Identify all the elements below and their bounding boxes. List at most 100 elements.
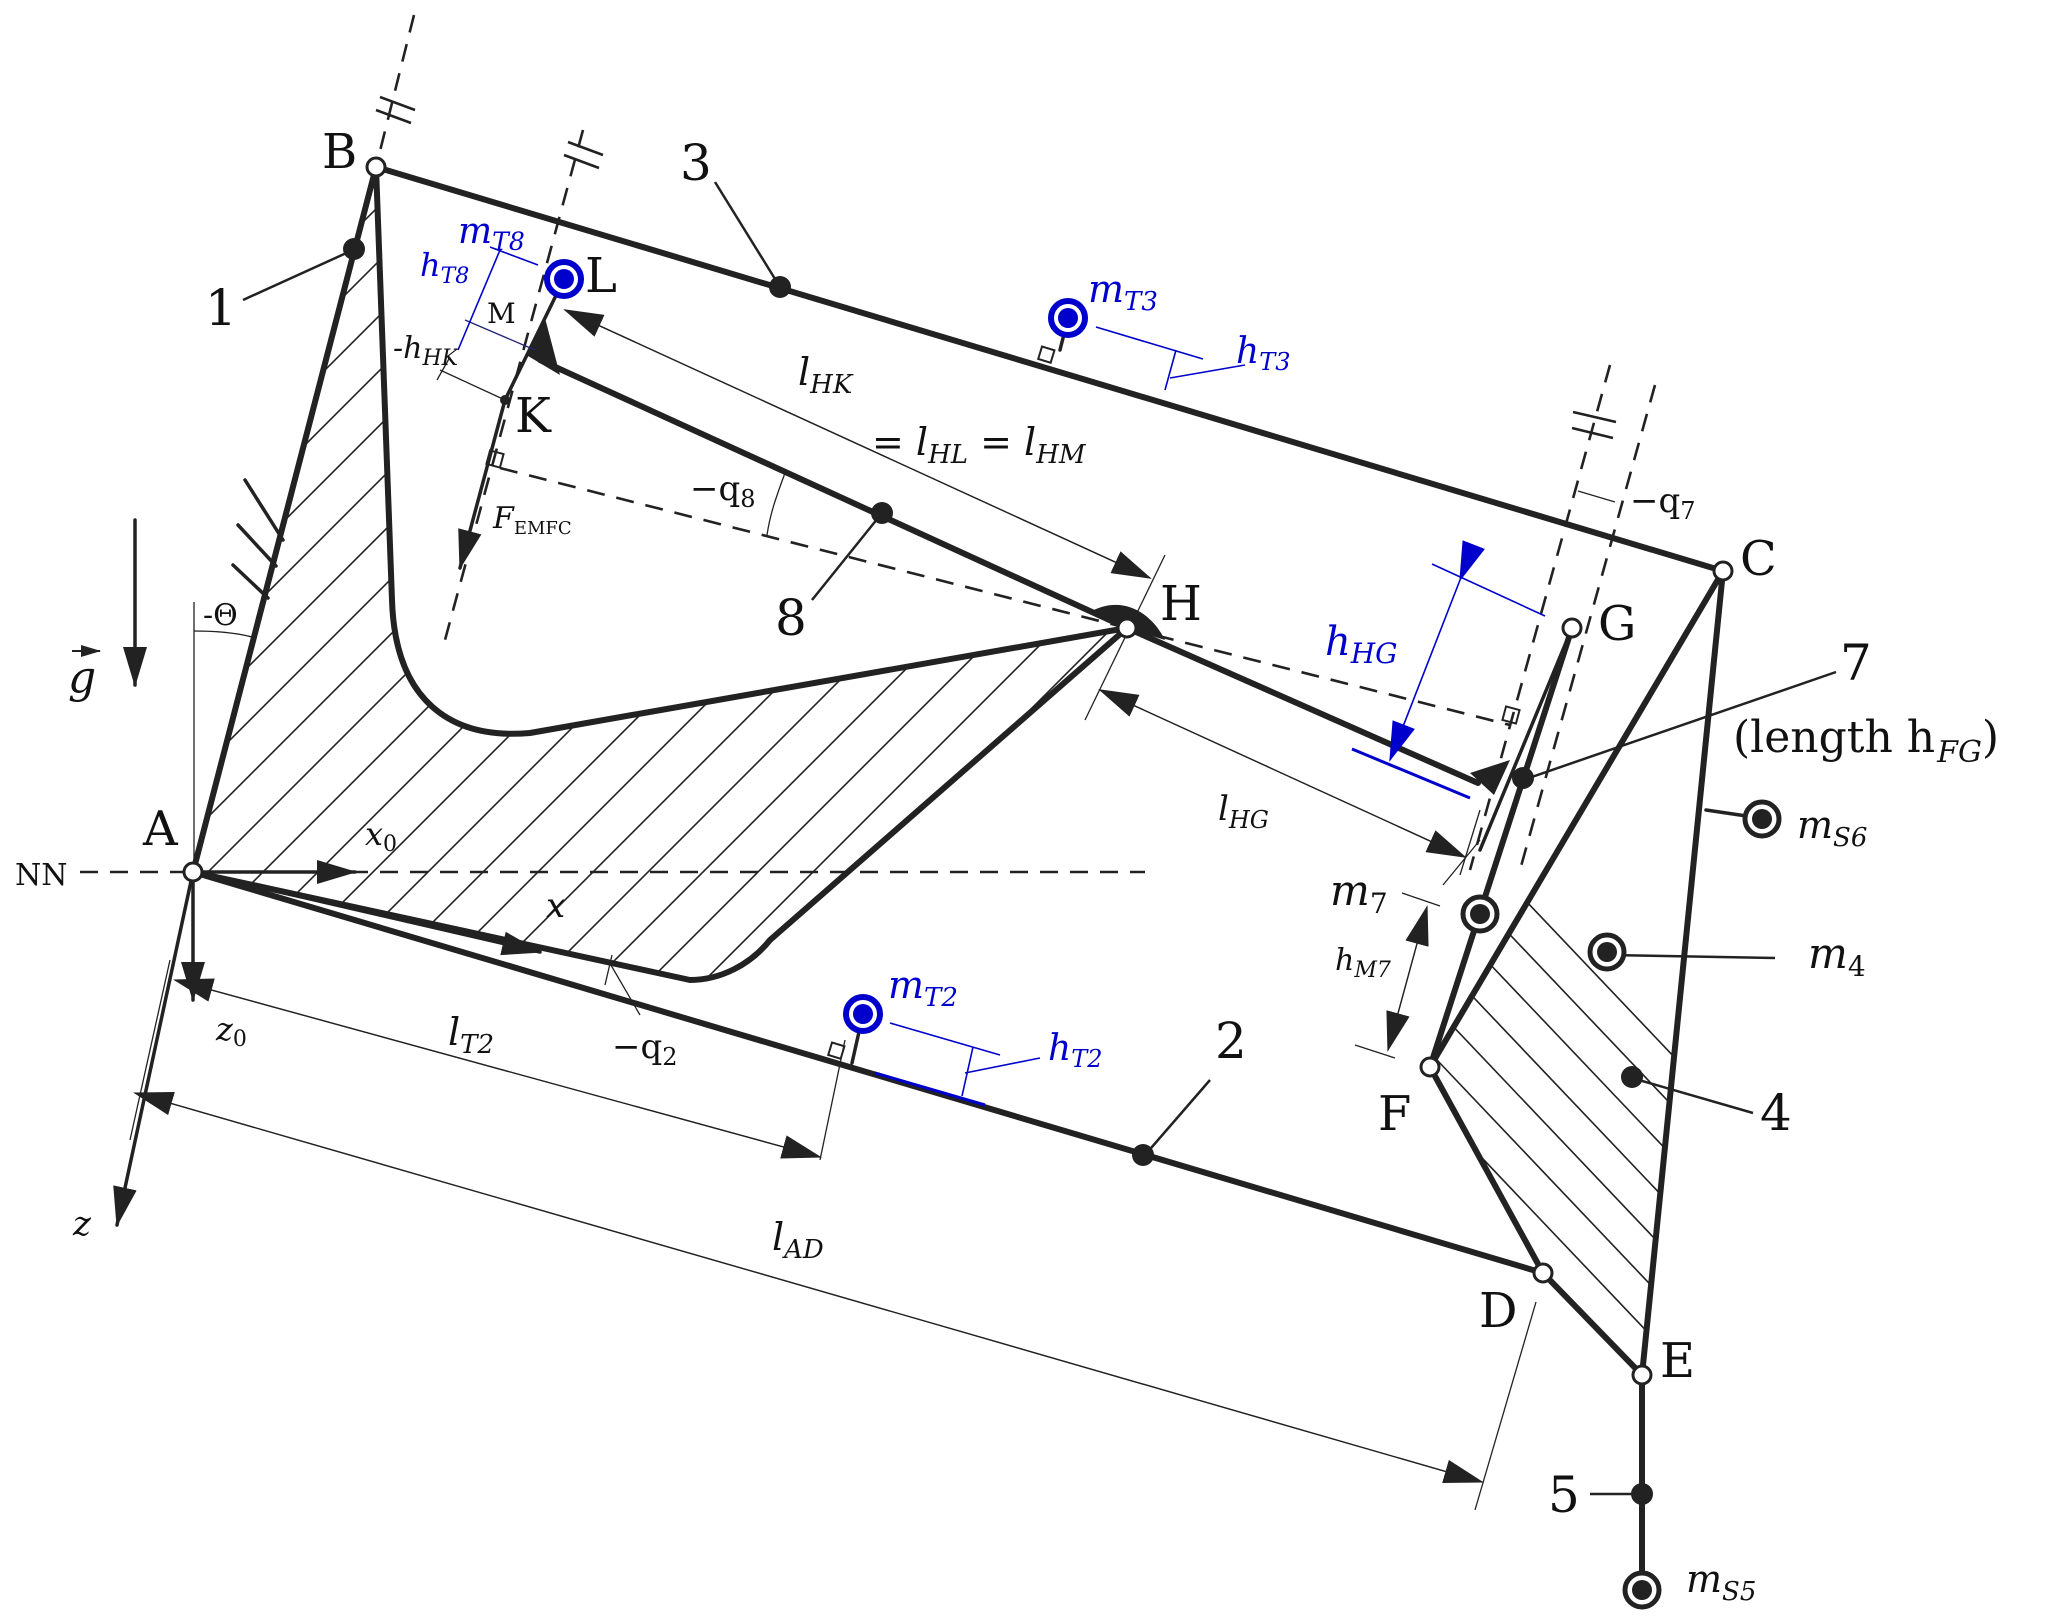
label-m4: m4 <box>1808 929 1866 983</box>
label-F-EMFC: FEMFC <box>492 501 572 539</box>
leader-7 <box>1522 670 1837 782</box>
hatch-line <box>1430 571 1723 1375</box>
joint-G <box>1561 617 1583 639</box>
com-body-7 <box>1512 767 1534 789</box>
right-angle-T3 <box>1036 345 1056 364</box>
hatch-line <box>98 560 896 1400</box>
label-body-1: 1 <box>205 279 237 337</box>
hHG-dimension <box>1351 540 1546 800</box>
label-body-8: 8 <box>775 589 807 647</box>
joint-A <box>182 861 204 883</box>
hT2-dimension <box>874 1022 1041 1107</box>
axis-dashed-7b <box>1518 384 1657 871</box>
hatch-line <box>1430 571 1723 1375</box>
label-mT8: mT8 <box>458 211 525 256</box>
mass-mS6-icon <box>1742 799 1782 839</box>
hT3-dimension <box>1095 326 1246 391</box>
label-nn: NN <box>15 858 68 893</box>
label-h-HK: -hHK <box>393 331 460 371</box>
label-hT2: hT2 <box>1048 1028 1102 1073</box>
joint-H <box>1116 617 1138 639</box>
hatch-line <box>193 167 491 980</box>
label-hT8: hT8 <box>420 246 469 289</box>
hatch-line <box>146 560 944 1400</box>
break-mark-B <box>375 95 416 125</box>
joint-E <box>1631 1364 1653 1386</box>
label-hT3: hT3 <box>1236 331 1290 376</box>
hatch-line <box>1430 571 1713 1375</box>
q2-tick <box>604 954 613 986</box>
label-point-K: K <box>515 388 552 444</box>
label-h-M7: hM7 <box>1335 943 1391 983</box>
hatch-line <box>338 560 1136 1400</box>
label-body-7: 7 <box>1840 634 1872 692</box>
label-point-M: M <box>487 297 516 330</box>
joint-D <box>1532 1262 1554 1284</box>
joint-F <box>1419 1056 1441 1078</box>
label-q7: −q7 <box>1630 481 1696 525</box>
label-l-HG: lHG <box>1218 789 1269 834</box>
z-axis-arrow <box>113 870 195 1227</box>
dimension-h-M7 <box>1354 839 1481 1059</box>
link-8 <box>537 357 1130 631</box>
hatch-line <box>1180 150 2030 1000</box>
label-point-F: F <box>1378 1086 1411 1142</box>
mass-mT2-icon <box>843 994 883 1065</box>
label-l-HL-HM: = lHL = lHM <box>872 420 1087 470</box>
dimension-h-HK <box>436 319 536 401</box>
com-body-5 <box>1631 1483 1653 1505</box>
leader-3 <box>713 181 782 288</box>
hatch-line <box>1430 571 1723 1375</box>
theta-arc <box>193 630 253 638</box>
hT8-dimension <box>457 246 539 351</box>
label-x: x <box>546 886 565 926</box>
ground-support-icon <box>231 478 285 600</box>
lever-HG <box>1124 625 1481 786</box>
label-x0: x0 <box>365 815 397 857</box>
hatch-line <box>1124 167 1127 980</box>
right-angle-T2 <box>826 1041 846 1060</box>
label-theta: -Θ <box>203 598 238 633</box>
link-7 <box>1427 625 1575 1070</box>
label-z: z <box>72 1204 92 1244</box>
lever-HG-tip <box>1470 760 1510 795</box>
label-l-HK: lHK <box>798 350 854 400</box>
dimension-l-AD <box>129 959 1537 1511</box>
hatch-line <box>194 560 992 1400</box>
svg-text:g: g <box>68 652 96 703</box>
joint-C <box>1712 560 1734 582</box>
gravity-label: g <box>68 645 101 703</box>
mass-mT3-icon <box>1048 298 1088 352</box>
label-q2: −q2 <box>612 1027 678 1071</box>
label-mT2: mT2 <box>888 963 958 1013</box>
mass-m7-icon <box>1460 894 1500 934</box>
leader-m4 <box>1607 953 1776 960</box>
joint-B <box>365 156 387 178</box>
hatch-line <box>1430 571 1617 1375</box>
com-body-1 <box>343 238 365 260</box>
com-body-8 <box>871 502 893 524</box>
break-mark-L <box>563 140 604 170</box>
label-body-4: 4 <box>1760 1084 1792 1142</box>
label-mS5: mS5 <box>1686 1557 1756 1607</box>
label-point-E: E <box>1660 1333 1695 1389</box>
point-K <box>500 395 510 405</box>
dimension-l-T2 <box>173 978 846 1161</box>
right-angle-K <box>485 449 505 469</box>
q8-angle-arc <box>766 472 786 536</box>
com-body-3 <box>769 276 791 298</box>
link-3 <box>373 164 1726 574</box>
com-body-2 <box>1132 1144 1154 1166</box>
axis-dashed-HG <box>1126 626 1511 727</box>
mass-mS5-icon <box>1622 1570 1662 1610</box>
body4-hatching <box>98 560 1723 1400</box>
break-mark-7 <box>1571 410 1617 440</box>
hatch-line <box>626 560 1424 1400</box>
body1-outline <box>190 164 1130 983</box>
label-l-AD: lAD <box>772 1215 824 1265</box>
axis-dashed-K-H <box>499 466 1128 630</box>
label-mS6: mS6 <box>1797 803 1867 853</box>
label-z0: z0 <box>215 1010 247 1052</box>
label-body-3: 3 <box>680 134 712 192</box>
